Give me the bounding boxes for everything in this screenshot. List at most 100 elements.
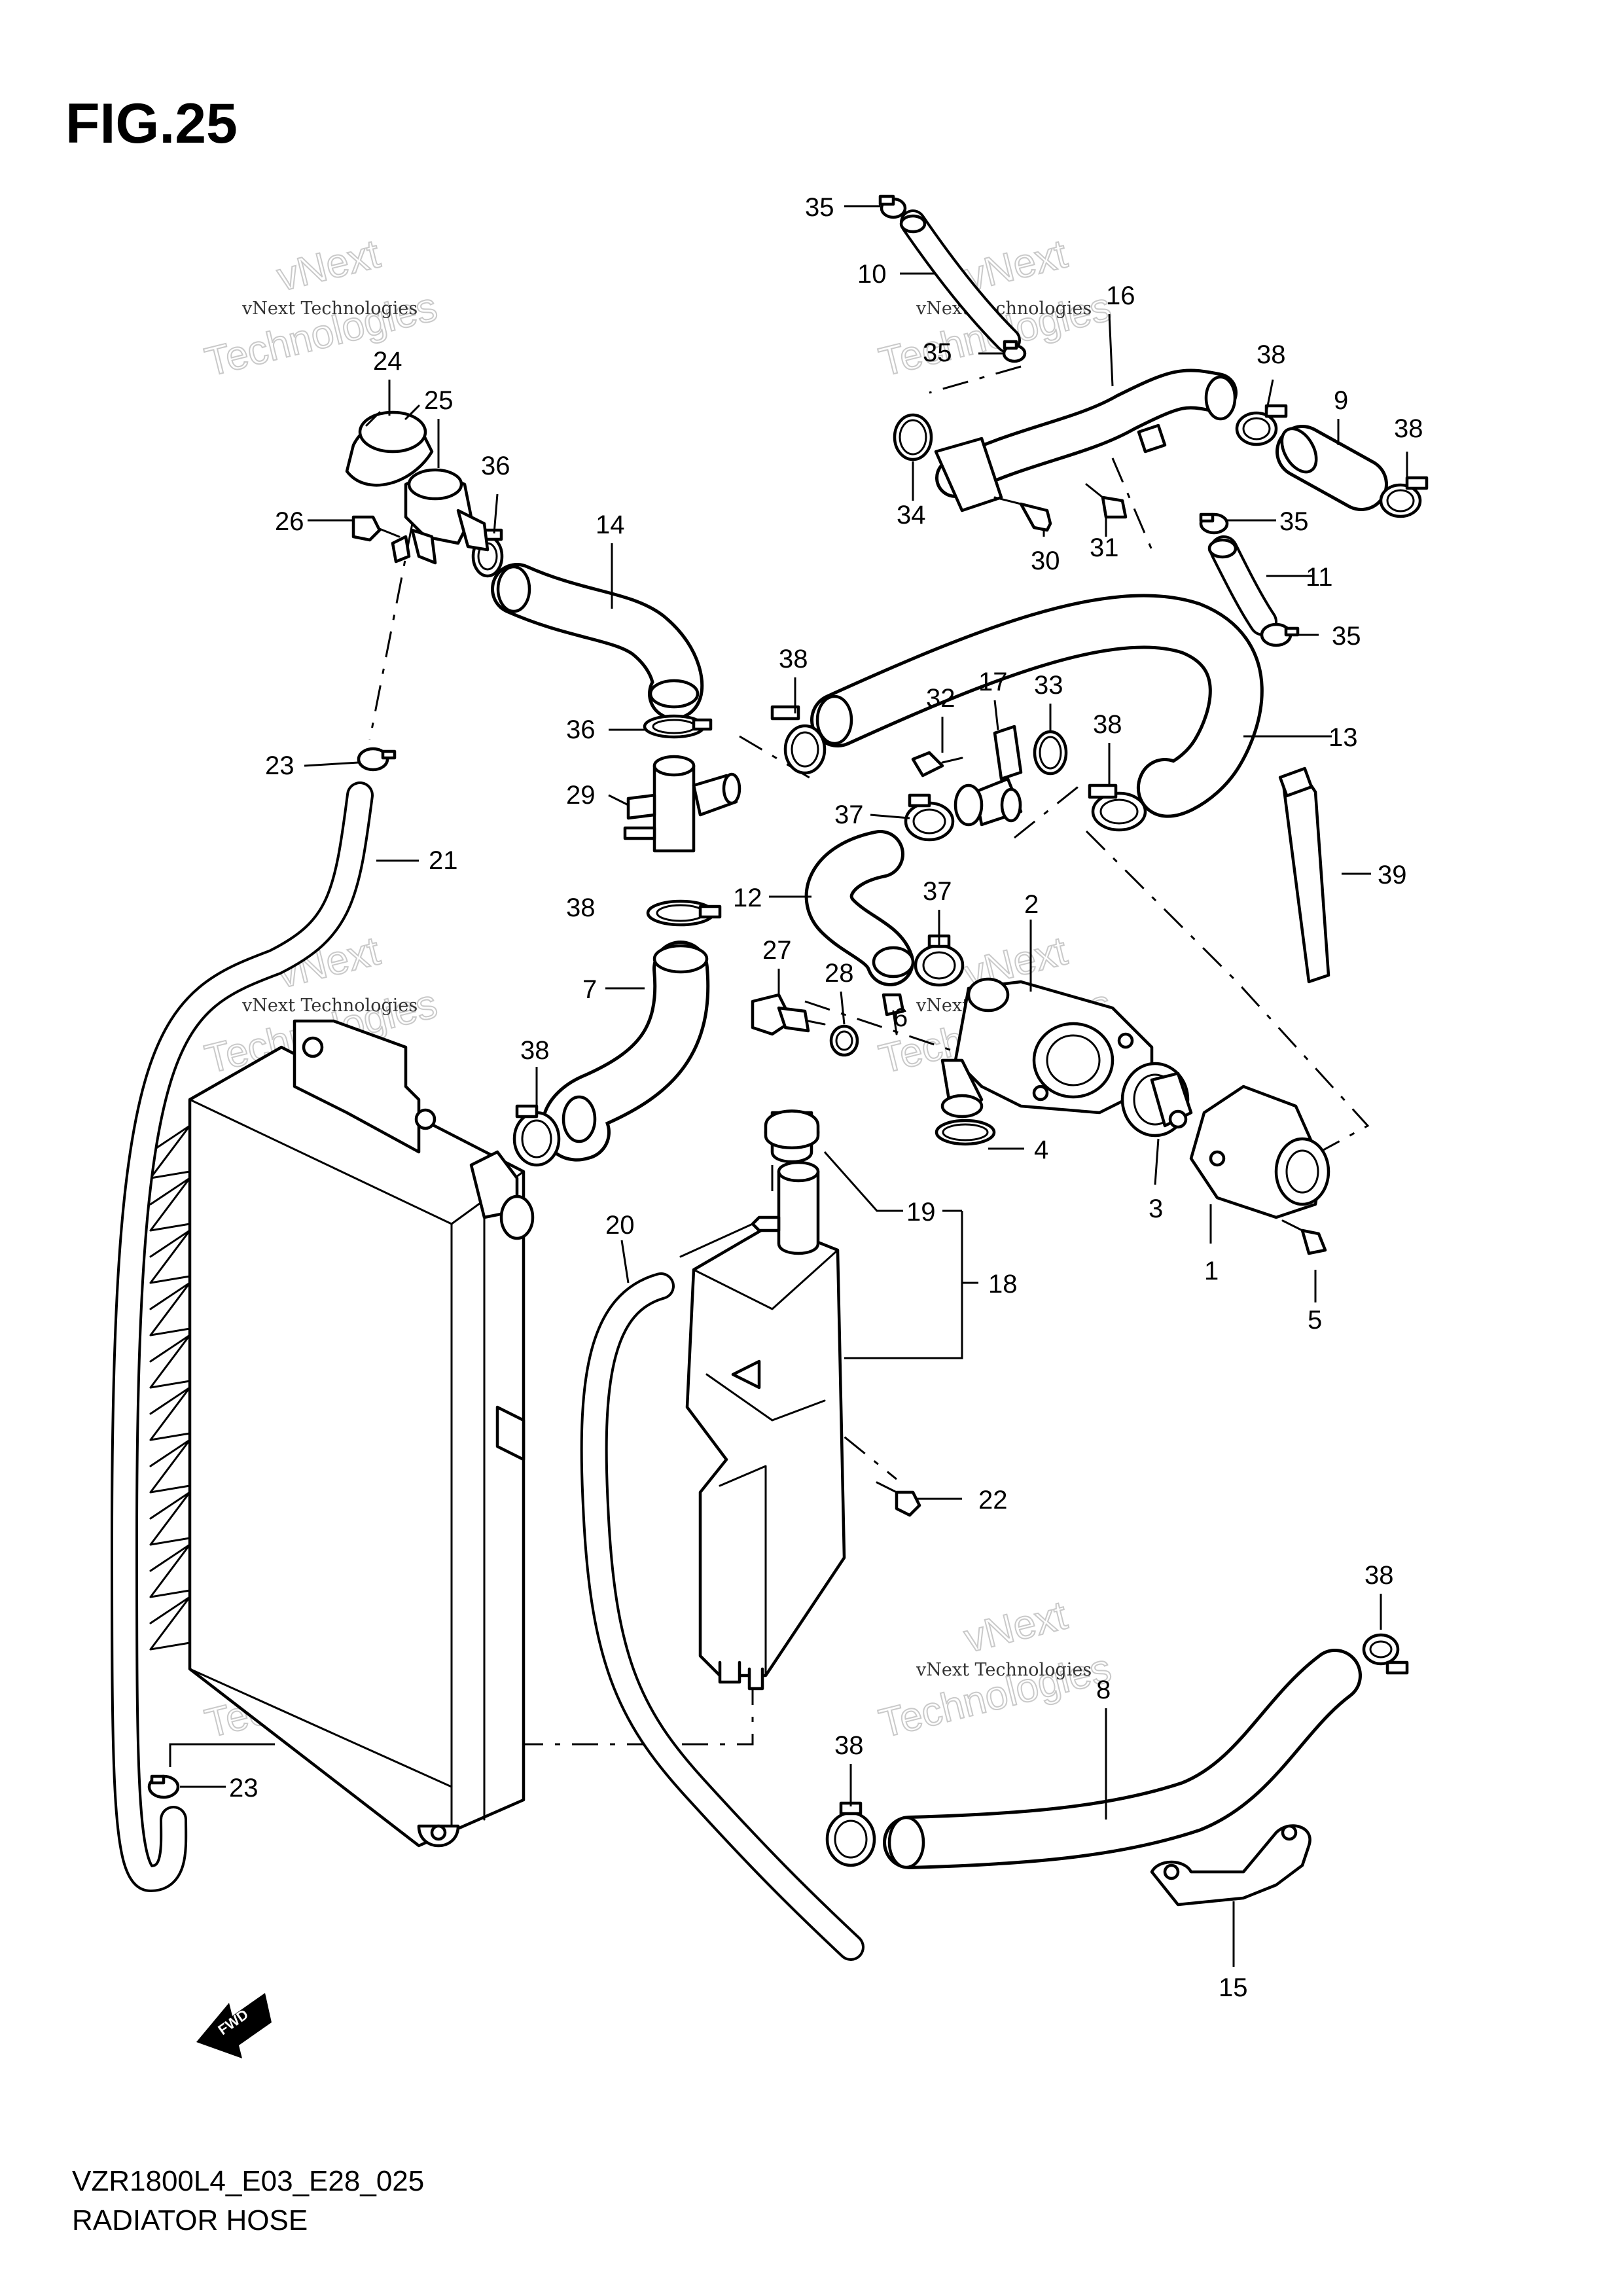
callout-38: 38 (520, 1036, 550, 1065)
hose-10 (899, 209, 1021, 353)
callout-7: 7 (582, 975, 597, 1004)
clamp (1088, 783, 1147, 832)
callout-23: 23 (265, 751, 294, 780)
pipe-16 (934, 368, 1238, 512)
callout-25: 25 (424, 386, 454, 415)
callout-19: 19 (906, 1198, 936, 1227)
bolt (911, 751, 963, 778)
callout-36: 36 (566, 715, 596, 744)
callout-6: 6 (893, 1003, 908, 1032)
callout-14: 14 (596, 511, 625, 539)
callout-38: 38 (834, 1731, 864, 1760)
clamp (646, 899, 722, 927)
callout-35: 35 (1279, 507, 1309, 536)
hose-13 (810, 594, 1264, 818)
callout-37: 37 (923, 877, 952, 906)
temperature-sensor (751, 993, 826, 1036)
callout-35: 35 (1332, 622, 1361, 651)
callout-30: 30 (1031, 547, 1060, 575)
leader-lines (180, 205, 1408, 1967)
callout-32: 32 (926, 684, 955, 713)
clamp (1362, 1633, 1409, 1675)
spring-clamps (147, 194, 1300, 1799)
svg-text:vNext Technologies: vNext Technologies (241, 298, 418, 319)
clamp (147, 1774, 180, 1799)
callout-38: 38 (779, 645, 808, 673)
clamp (770, 705, 827, 775)
bolt (1085, 483, 1128, 519)
fwd-arrow-icon: FWD (196, 1993, 272, 2058)
bolt (993, 496, 1052, 532)
callout-21: 21 (429, 846, 458, 875)
callout-31: 31 (1090, 533, 1119, 562)
thermostat-housing (940, 977, 1154, 1119)
svg-text:vNext Technologies: vNext Technologies (916, 1660, 1092, 1680)
callout-16: 16 (1106, 281, 1135, 310)
callout-2: 2 (1024, 890, 1039, 919)
diagram-code: VZR1800L4_E03_E28_025 (72, 2165, 425, 2197)
clamp (357, 747, 397, 772)
bolt (882, 993, 905, 1035)
hose-14 (491, 563, 704, 720)
clamp (643, 714, 713, 739)
clamp (878, 194, 907, 219)
callout-27: 27 (762, 936, 792, 965)
callout-38: 38 (1257, 340, 1286, 369)
svg-text:vNext Technologies: vNext Technologies (241, 996, 418, 1016)
callout-23: 23 (229, 1774, 259, 1803)
small-clamps (471, 528, 965, 987)
callout-11: 11 (1306, 563, 1333, 592)
hose-7 (541, 941, 710, 1162)
radiator (149, 1019, 535, 1848)
callout-35: 35 (923, 338, 952, 367)
hose-21 (110, 781, 374, 1893)
clamp (1379, 476, 1429, 518)
bolt (876, 1481, 921, 1517)
callout-20: 20 (605, 1211, 635, 1240)
bolt (351, 515, 401, 542)
hose-11 (1207, 535, 1277, 636)
hose-9 (1275, 425, 1388, 511)
hose-clamps (512, 404, 1429, 1867)
diagram-caption: RADIATOR HOSE (72, 2204, 308, 2236)
callout-13: 13 (1329, 723, 1358, 752)
bracket (1150, 1824, 1311, 1907)
bolt (1281, 1219, 1327, 1255)
hose-12 (804, 830, 915, 986)
watermark: vNext Technologies vNext Technologies (874, 1592, 1116, 1747)
callout-3: 3 (1149, 1194, 1163, 1223)
callout-36: 36 (481, 452, 510, 480)
callout-38: 38 (1364, 1561, 1394, 1590)
svg-text:vNext: vNext (273, 231, 384, 300)
callout-34: 34 (897, 501, 926, 529)
outlet-fitting (954, 725, 1023, 827)
clamp (1199, 512, 1229, 535)
hose-20 (580, 1272, 865, 1961)
callout-labels: 35 10 16 35 38 9 38 34 30 31 35 11 35 24… (229, 193, 1423, 2002)
thermostat (1120, 1062, 1193, 1138)
clamp (825, 1801, 876, 1867)
clamp (1235, 404, 1288, 446)
svg-text:vNext: vNext (960, 1592, 1071, 1661)
callout-1: 1 (1204, 1257, 1219, 1285)
callout-26: 26 (275, 507, 304, 536)
hose-8 (883, 1649, 1362, 1869)
callout-33: 33 (1034, 671, 1063, 700)
clamp (904, 793, 955, 842)
callout-35: 35 (805, 193, 834, 222)
callout-38: 38 (1093, 710, 1122, 739)
watermark: vNext Technologies vNext Technologies (200, 230, 442, 386)
callout-12: 12 (733, 884, 762, 912)
callout-37: 37 (834, 800, 864, 829)
callout-4: 4 (1034, 1136, 1048, 1164)
svg-text:vNext Technologies: vNext Technologies (916, 298, 1092, 319)
bolts (351, 483, 1327, 1517)
callout-17: 17 (978, 668, 1008, 696)
callout-10: 10 (857, 260, 887, 289)
callout-5: 5 (1308, 1306, 1322, 1335)
cable-tie (1278, 766, 1330, 984)
callout-24: 24 (373, 347, 402, 376)
callout-22: 22 (978, 1486, 1008, 1515)
radiator-cap (345, 404, 434, 487)
